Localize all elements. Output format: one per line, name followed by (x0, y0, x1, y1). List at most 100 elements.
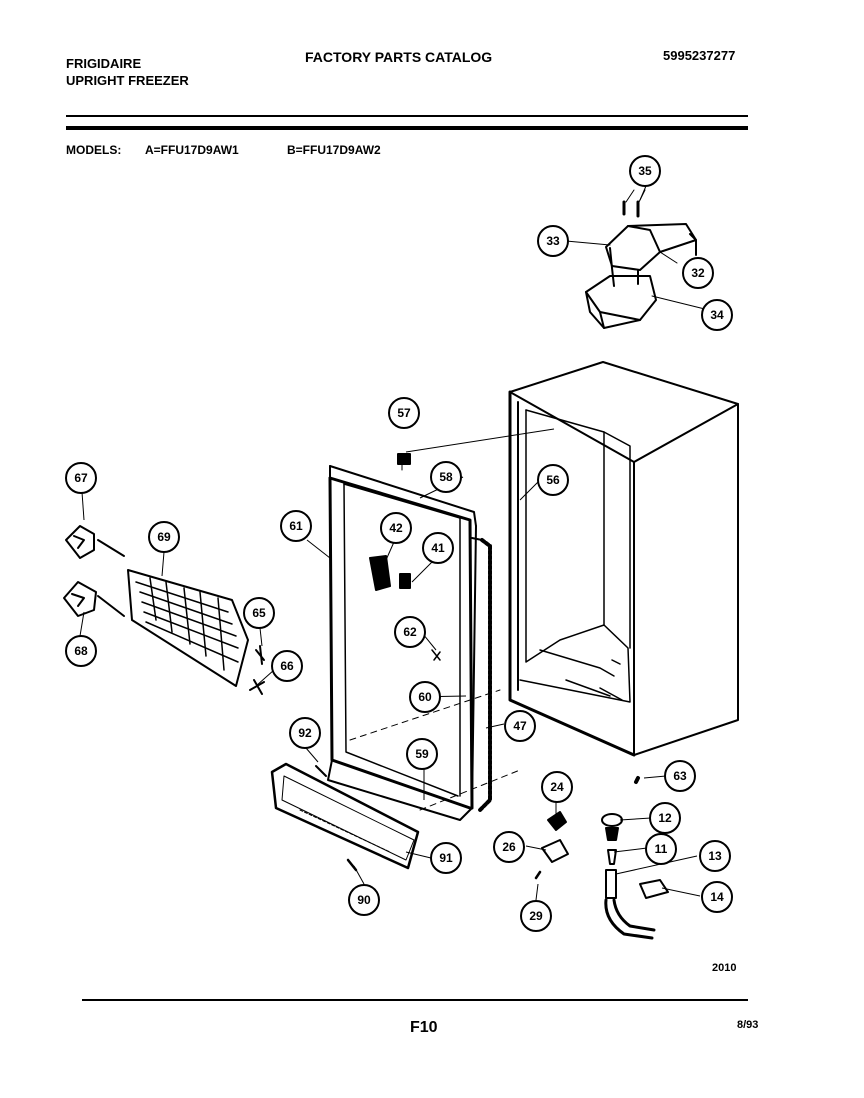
callout-circle (65, 635, 97, 667)
callout-61: 61 (280, 510, 312, 542)
callout-label: 59 (415, 747, 429, 761)
callout-58: 58 (430, 461, 462, 493)
plug-57 (397, 453, 411, 465)
callout-label: 13 (708, 849, 722, 863)
brand-line-1: FRIGIDAIRE (66, 56, 142, 71)
callout-label: 11 (655, 842, 668, 856)
callout-14: 14 (701, 881, 733, 913)
callout-circle (148, 521, 180, 553)
leveling-leg-67 (65, 525, 95, 559)
callout-circle (664, 760, 696, 792)
callout-35: 35 (629, 155, 661, 187)
callout-91: 91 (430, 842, 462, 874)
callout-label: 47 (513, 719, 527, 733)
catalog-number: 5995237277 (663, 48, 736, 63)
page-id: F10 (410, 1019, 438, 1036)
callout-62: 62 (394, 616, 426, 648)
callout-68: 68 (65, 635, 97, 667)
callout-circle (520, 900, 552, 932)
cabinet (508, 361, 739, 757)
door-panel (327, 463, 521, 821)
callout-41: 41 (422, 532, 454, 564)
callout-65: 65 (243, 597, 275, 629)
print-date: 8/93 (737, 1019, 759, 1031)
models-label: MODELS: (66, 143, 122, 157)
callout-29: 29 (520, 900, 552, 932)
callout-label: 42 (389, 521, 403, 535)
callout-label: 24 (550, 780, 564, 794)
model-b: B=FFU17D9AW2 (287, 143, 381, 157)
callout-circle (537, 225, 569, 257)
callout-circle (645, 833, 677, 865)
kickplate (270, 762, 420, 870)
callout-circle (65, 462, 97, 494)
callout-circle (682, 257, 714, 289)
callout-label: 34 (710, 308, 724, 322)
callout-69: 69 (148, 521, 180, 553)
callout-circle (271, 650, 303, 682)
callout-90: 90 (348, 884, 380, 916)
grille (97, 539, 249, 687)
callout-circle (537, 464, 569, 496)
drain-parts-24-26 (534, 811, 569, 880)
callout-label: 69 (157, 530, 171, 544)
callout-label: 90 (357, 893, 371, 907)
callout-circle (699, 840, 731, 872)
callout-33: 33 (537, 225, 569, 257)
callout-circle (629, 155, 661, 187)
screw-90 (346, 858, 358, 872)
figure-code: 2010 (712, 962, 737, 974)
callout-circle (406, 738, 438, 770)
callout-label: 92 (298, 726, 312, 740)
callout-circle (243, 597, 275, 629)
callout-circle (289, 717, 321, 749)
callout-92: 92 (289, 717, 321, 749)
model-a: A=FFU17D9AW1 (145, 143, 239, 157)
callout-circle (430, 461, 462, 493)
callout-56: 56 (537, 464, 569, 496)
callout-60: 60 (409, 681, 441, 713)
callout-63: 63 (664, 760, 696, 792)
callout-label: 67 (74, 471, 88, 485)
callout-26: 26 (493, 831, 525, 863)
callout-label: 60 (418, 690, 432, 704)
callout-circle (504, 710, 536, 742)
callout-label: 63 (673, 769, 687, 783)
callout-label: 12 (658, 811, 672, 825)
callout-24: 24 (541, 771, 573, 803)
callout-circle (409, 681, 441, 713)
callout-label: 29 (529, 909, 543, 923)
callout-label: 68 (74, 644, 88, 658)
brand-line-2: UPRIGHT FREEZER (66, 73, 189, 88)
screw-66 (249, 679, 265, 695)
leveling-leg-68 (63, 581, 97, 617)
callout-label: 35 (638, 164, 652, 178)
callout-circle (388, 397, 420, 429)
callout-label: 26 (502, 840, 516, 854)
callout-circle (493, 831, 525, 863)
callout-circle (649, 802, 681, 834)
callout-circle (380, 512, 412, 544)
callout-circle (701, 881, 733, 913)
callout-42: 42 (380, 512, 412, 544)
callout-circle (348, 884, 380, 916)
catalog-title: FACTORY PARTS CATALOG (305, 49, 493, 65)
callout-circle (280, 510, 312, 542)
callout-circle (701, 299, 733, 331)
callout-group: 35 33 32 34 57 58 56 67 69 61 42 41 65 68 62 66 60 47 92 59… (65, 155, 733, 932)
callout-label: 62 (403, 625, 417, 639)
callout-label: 32 (691, 266, 705, 280)
callout-67: 67 (65, 462, 97, 494)
callout-circle (422, 532, 454, 564)
callout-47: 47 (504, 710, 536, 742)
callout-66: 66 (271, 650, 303, 682)
callout-label: 58 (439, 470, 453, 484)
callout-label: 41 (431, 541, 445, 555)
callout-label: 66 (280, 659, 294, 673)
drain-tube (601, 776, 669, 940)
callout-13: 13 (699, 840, 731, 872)
screw-62 (431, 649, 441, 661)
callout-11: 11 (645, 833, 677, 865)
callout-57: 57 (388, 397, 420, 429)
